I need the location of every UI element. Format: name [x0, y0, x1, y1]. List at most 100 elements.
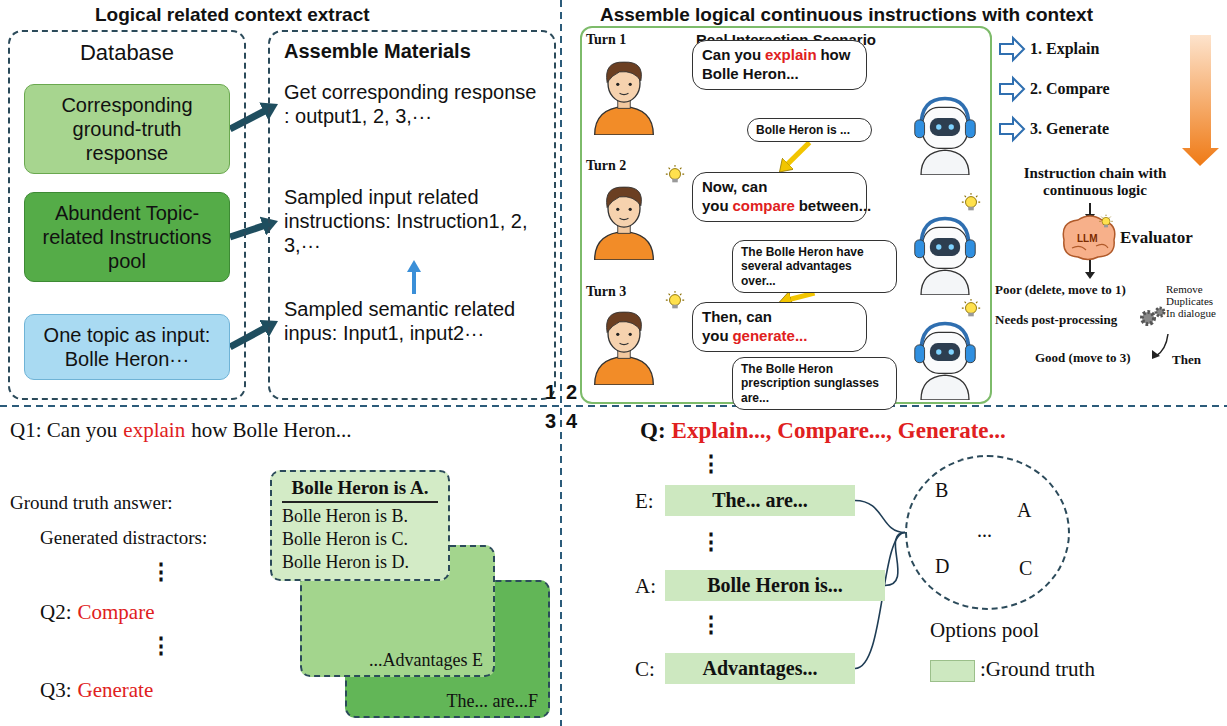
group-box: Assemble MaterialsGet corresponding resp…	[268, 30, 556, 400]
ellipsis-mark: ⋮	[150, 558, 172, 584]
turn-label: Turn 1	[586, 32, 626, 48]
question-text: Q:	[640, 418, 666, 444]
outcome-label: Poor (delete, move to 1)	[995, 282, 1126, 298]
keyword-text: Compare	[78, 600, 155, 625]
answer-card: Bolle Heron is A.Bolle Heron is B.Bolle …	[270, 470, 450, 581]
user-bubble: Now, can youcomparebetween...	[692, 172, 867, 222]
node-text: generate...	[732, 327, 807, 344]
material-item: Sampled semantic related inpus: Input1, …	[278, 294, 550, 348]
node-text: C	[1019, 557, 1032, 580]
node-text: Bolle Heron is ...	[756, 123, 863, 137]
question-text: Q3:	[40, 678, 72, 703]
user-bubble: Then, can yougenerate...	[692, 302, 867, 352]
node-text: Can you	[702, 46, 761, 63]
panel-number: 2	[566, 381, 577, 404]
question-text: Q1: Can you	[10, 418, 117, 443]
keyword-text: explain	[123, 418, 185, 443]
connector	[230, 225, 267, 237]
material-item: Get corresponding response : output1, 2,…	[278, 77, 550, 131]
node-text: Bolle Heron is D.	[282, 551, 438, 574]
connector	[787, 293, 814, 300]
keyword-text: Generate	[78, 678, 154, 703]
option-label: E:	[635, 489, 654, 514]
node-text: Assemble Materials	[270, 40, 554, 63]
answer-label: Generated distractors:	[40, 527, 207, 549]
node-text: compare	[732, 197, 795, 214]
node-text: between...	[799, 197, 872, 214]
node-text: Get corresponding response : output1, 2,…	[284, 80, 544, 128]
node-text: The... are...	[675, 489, 845, 512]
bot-bubble: The Bolle Heron have several advantages …	[732, 240, 897, 293]
node-text: Advantages...	[675, 657, 845, 680]
icon-label: LLM	[1077, 233, 1098, 244]
keyword-text: Explain...,	[672, 418, 772, 444]
node-text: Sampled input related instructions: Inst…	[284, 185, 544, 257]
node-text: A	[1017, 499, 1031, 522]
input-box: One topic as input: Bolle Heron···	[24, 314, 230, 380]
node-text: The Bolle Heron prescription sunglasses …	[741, 362, 888, 405]
bot-bubble: Bolle Heron is ...	[747, 118, 872, 142]
keyword-text: Generate...	[898, 418, 1006, 444]
node-text: One topic as input: Bolle Heron···	[33, 323, 221, 371]
outcome-label: Needs post-processing	[995, 312, 1117, 328]
turn-label: Turn 3	[586, 284, 626, 300]
group-box: DatabaseCorresponding ground-truth respo…	[8, 30, 246, 400]
panel-number: 1	[545, 381, 556, 404]
question-text: how Bolle Heron...	[191, 418, 351, 443]
node-text: Bolle Heron is...	[675, 574, 875, 597]
option-box: The... are...	[665, 485, 855, 516]
evaluator-label: Evaluator	[1120, 228, 1193, 248]
node-text: D	[935, 555, 949, 578]
connector	[230, 327, 267, 347]
ellipsis-mark: ⋮	[150, 632, 172, 658]
node-text: The Bolle Heron have several advantages …	[741, 245, 888, 288]
answer-label: Ground truth answer:	[10, 492, 173, 514]
step-label: 1. Explain	[1030, 40, 1099, 58]
scenario-panel: Real Interaction ScenarioCan youexplainh…	[580, 26, 992, 404]
keyword-text: Compare...,	[777, 418, 892, 444]
node-text: ...	[977, 519, 992, 542]
connector	[230, 110, 267, 129]
node-text: Database	[10, 40, 244, 66]
note-label: Remove Duplicates In dialogue	[1166, 283, 1222, 319]
node-text: Abundent Topic-related Instructions pool	[33, 201, 221, 273]
legend-swatch	[930, 660, 975, 682]
legend-text: :Ground truth	[980, 657, 1095, 682]
connector	[855, 501, 905, 533]
options-pool: B A... D C	[905, 455, 1070, 610]
node-text: explain	[765, 46, 817, 63]
node-text: Bolle Heron is B.	[282, 505, 438, 528]
chain-label: Instruction chain with continuous logic	[1000, 165, 1190, 199]
node-text: Sampled semantic related inpus: Input1, …	[284, 297, 544, 345]
option-label: Options pool	[930, 618, 1039, 643]
node-text: B	[935, 479, 948, 502]
connector	[785, 142, 809, 166]
step-label: 2. Compare	[1030, 80, 1110, 98]
turn-label: Turn 2	[586, 158, 626, 174]
outcome-label: Then	[1172, 352, 1201, 368]
panel-number: 3	[545, 410, 556, 433]
question-text: Q2:	[40, 600, 72, 625]
option-label: C:	[635, 657, 655, 682]
section-title: Logical related context extract	[95, 4, 370, 26]
ellipsis-mark: ⋮	[700, 611, 722, 637]
ellipsis-mark: ⋮	[700, 528, 722, 554]
node-text: ...Advantages E	[369, 650, 483, 671]
section-title: Assemble logical continuous instructions…	[600, 4, 1093, 26]
node-text: The... are...F	[447, 691, 538, 712]
option-box: Bolle Heron is...	[665, 570, 885, 601]
bot-bubble: The Bolle Heron prescription sunglasses …	[732, 357, 897, 410]
step-label: 3. Generate	[1030, 120, 1109, 138]
node-text: Bolle Heron is C.	[282, 528, 438, 551]
node-text: Corresponding ground-truth response	[33, 93, 221, 165]
material-item: Sampled input related instructions: Inst…	[278, 182, 550, 260]
outcome-label: Good (move to 3)	[1035, 350, 1131, 366]
panel-number: 4	[566, 410, 577, 433]
option-box: Advantages...	[665, 653, 855, 684]
connector	[412, 268, 416, 294]
source-box: Corresponding ground-truth response	[24, 84, 230, 174]
option-label: A:	[635, 574, 656, 599]
ellipsis-mark: ⋮	[700, 450, 722, 476]
source-box: Abundent Topic-related Instructions pool	[24, 192, 230, 282]
